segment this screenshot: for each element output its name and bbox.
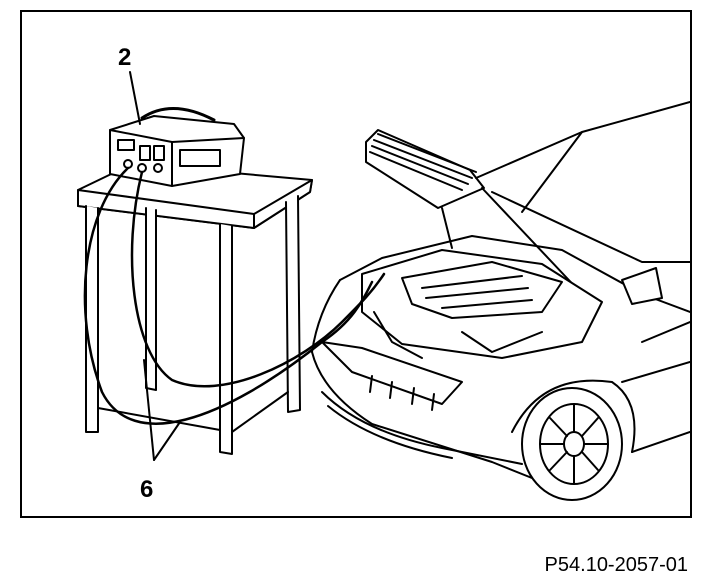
callout-2: 2 bbox=[118, 44, 132, 71]
battery-charger-icon bbox=[109, 107, 245, 187]
illustration-frame: 2 6 bbox=[20, 10, 692, 518]
car-open-hood-icon bbox=[311, 101, 690, 501]
callout-2-leader bbox=[129, 71, 141, 125]
workshop-illustration bbox=[77, 71, 690, 501]
callout-6: 6 bbox=[140, 476, 154, 503]
figure-id: P54.10-2057-01 bbox=[544, 554, 688, 576]
workbench-icon bbox=[77, 163, 313, 455]
charging-cable-icon bbox=[83, 166, 386, 461]
